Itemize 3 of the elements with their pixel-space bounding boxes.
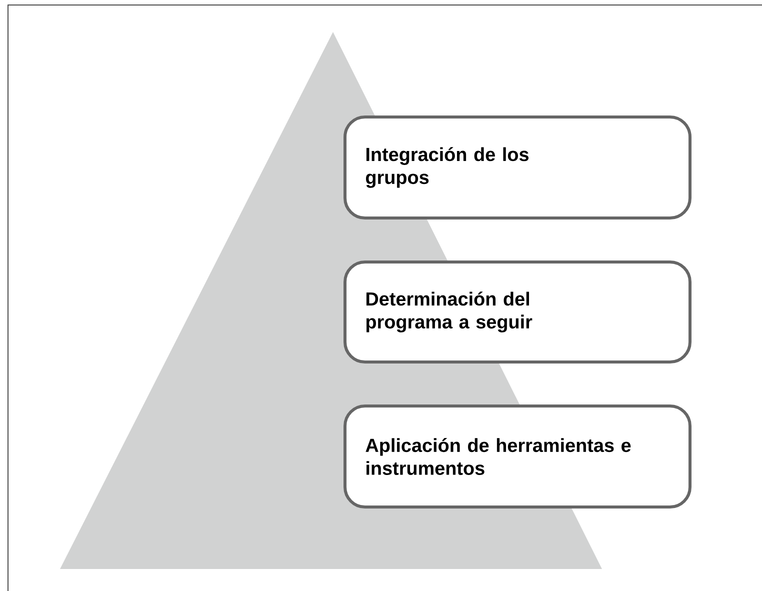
text-box: Integración de los grupos xyxy=(344,116,692,220)
text-box: Aplicación de herramientas e instrumentos xyxy=(344,404,692,508)
text-box: Determinación del programa a seguir xyxy=(344,260,692,364)
